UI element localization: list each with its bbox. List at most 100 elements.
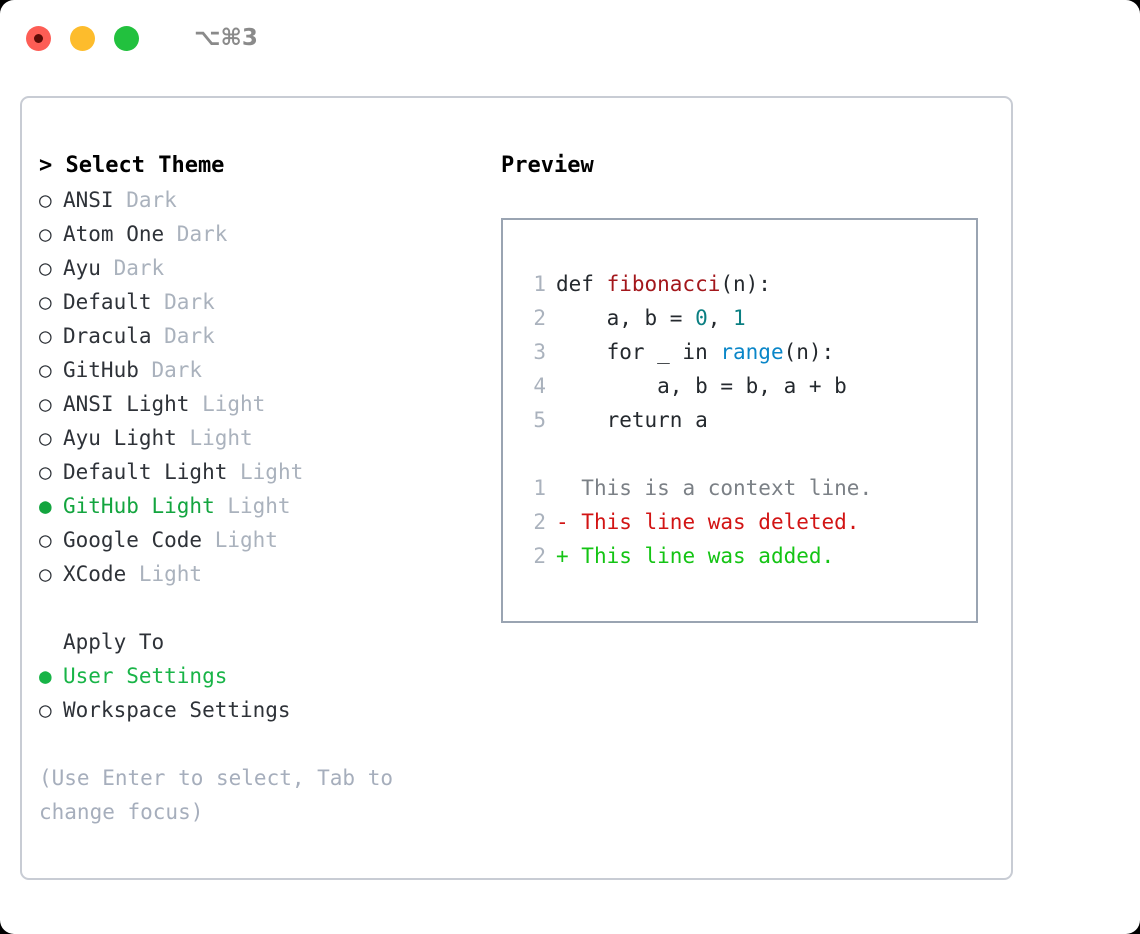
theme-name: Default (63, 290, 152, 314)
theme-name: Ayu Light (63, 426, 177, 450)
theme-list-item[interactable]: ○Default Dark (39, 285, 489, 319)
radio-unselected-icon: ○ (39, 324, 52, 348)
minimize-button[interactable] (70, 25, 95, 51)
diff-text: This line was added. (568, 544, 835, 568)
line-number: 3 (533, 340, 546, 364)
radio-selected-icon: ● (39, 664, 52, 688)
theme-name: Atom One (63, 222, 165, 246)
diff-line: 1 This is a context line. (520, 471, 976, 505)
diff-line: 2- This line was deleted. (520, 505, 976, 539)
code-token: a, b = (556, 306, 696, 330)
theme-list-item[interactable]: ○ Dracula Dark (39, 319, 489, 353)
window-controls (26, 25, 139, 51)
line-number: 4 (533, 374, 546, 398)
code-token: (n): (783, 340, 835, 364)
theme-name: ANSI Light (63, 392, 190, 416)
apply-to-label: Workspace Settings (63, 698, 291, 722)
section-spacer (39, 591, 489, 625)
code-token: (n): (720, 272, 771, 296)
line-number: 2 (533, 544, 546, 568)
theme-name: Default Light (63, 460, 228, 484)
code-line: 3 for _ in range(n): (520, 335, 976, 369)
theme-list-header: > Select Theme (39, 153, 225, 178)
code-line: 2 a, b = 0, 1 (520, 301, 976, 335)
code-line: 1 def fibonacci(n): (520, 267, 976, 301)
radio-unselected-icon: ○ (39, 188, 52, 212)
radio-unselected-icon: ○ (39, 358, 52, 382)
diff-marker: + (556, 544, 569, 568)
diff-marker (556, 476, 569, 500)
code-token: def (556, 272, 607, 296)
theme-list-item[interactable]: ● GitHub Light Light (39, 489, 489, 523)
diff-marker: - (556, 510, 569, 534)
theme-selection-column: > Select Theme ○ANSI Dark○Atom One Dark○… (39, 149, 489, 829)
theme-mode-label: Light (176, 426, 253, 450)
theme-list-item[interactable]: ○ Ayu Dark (39, 251, 489, 285)
theme-mode-label: Dark (138, 358, 203, 382)
apply-to-header: Apply To (63, 630, 165, 654)
maximize-button[interactable] (114, 25, 139, 51)
radio-unselected-icon: ○ (39, 222, 52, 246)
radio-unselected-icon: ○ (39, 290, 52, 314)
apply-to-option[interactable]: ● User Settings (39, 659, 489, 693)
theme-name: Ayu (63, 256, 101, 280)
diff-text: This line was deleted. (568, 510, 860, 534)
theme-name: GitHub Light (63, 494, 215, 518)
keyboard-hint: (Use Enter to select, Tab to change focu… (39, 766, 406, 824)
window-title-shortcut: ⌥⌘3 (194, 25, 258, 51)
radio-unselected-icon: ○ (39, 460, 52, 484)
theme-mode-label: Light (227, 460, 304, 484)
theme-mode-label: Dark (151, 324, 215, 348)
title-bar: ⌥⌘3 (0, 0, 1140, 76)
theme-mode-label: Light (126, 562, 203, 586)
theme-name: XCode (63, 562, 127, 586)
close-button[interactable] (26, 25, 51, 51)
theme-list-item[interactable]: ○ XCode Light (39, 557, 489, 591)
theme-name: Dracula (63, 324, 152, 348)
theme-mode-label: Dark (100, 256, 165, 280)
code-token: fibonacci (606, 272, 721, 296)
code-token: 1 (733, 306, 746, 330)
theme-mode-label: Dark (113, 188, 177, 212)
theme-list-item[interactable]: ○GitHub Dark (39, 353, 489, 387)
code-token: a, b = b, a + b (556, 374, 847, 398)
radio-unselected-icon: ○ (39, 698, 52, 722)
code-line: 4 a, b = b, a + b (520, 369, 976, 403)
theme-list-item[interactable]: ○ Atom One Dark (39, 217, 489, 251)
preview-header: Preview (501, 153, 594, 178)
apply-to-label: User Settings (63, 664, 228, 688)
theme-list: ○ ANSI Dark ○ Atom One Dark ○ Ayu Dark ○ Defaul… (39, 183, 489, 591)
code-token: 0 (695, 306, 708, 330)
radio-unselected-icon: ○ (39, 562, 52, 586)
code-token: range (720, 340, 784, 364)
theme-list-item[interactable]: ○Google Code Light (39, 523, 489, 557)
diff-sample: 1 This is a context line.2- This line wa… (520, 471, 976, 573)
theme-list-item[interactable]: ○ Default Light Light (39, 455, 489, 489)
code-line: 5 return a (520, 403, 976, 437)
theme-mode-label: Dark (164, 222, 228, 246)
code-token: return a (556, 408, 708, 432)
line-number: 5 (533, 408, 546, 432)
radio-selected-icon: ● (39, 494, 52, 518)
line-number: 1 (533, 272, 546, 296)
apply-to-option[interactable]: ○ Workspace Settings (39, 693, 489, 727)
line-number: 2 (533, 510, 546, 534)
main-panel: > Select Theme ○ANSI Dark○Atom One Dark○… (20, 96, 1013, 880)
line-number: 1 (533, 476, 546, 500)
radio-unselected-icon: ○ (39, 426, 52, 450)
line-number: 2 (533, 306, 546, 330)
apply-to-list: ● User Settings ○ Workspace Settings (39, 659, 489, 727)
radio-unselected-icon: ○ (39, 256, 52, 280)
theme-mode-label: Light (214, 494, 291, 518)
theme-list-item[interactable]: ○ ANSI Dark (39, 183, 489, 217)
theme-list-item[interactable]: ○ANSI Light Light (39, 387, 489, 421)
radio-unselected-icon: ○ (39, 528, 52, 552)
theme-list-item[interactable]: ○ Ayu Light Light (39, 421, 489, 455)
code-token: , (707, 306, 734, 330)
theme-name: ANSI (63, 188, 114, 212)
code-token: for _ in (556, 340, 721, 364)
diff-line: 2 + This line was added. (520, 539, 976, 573)
